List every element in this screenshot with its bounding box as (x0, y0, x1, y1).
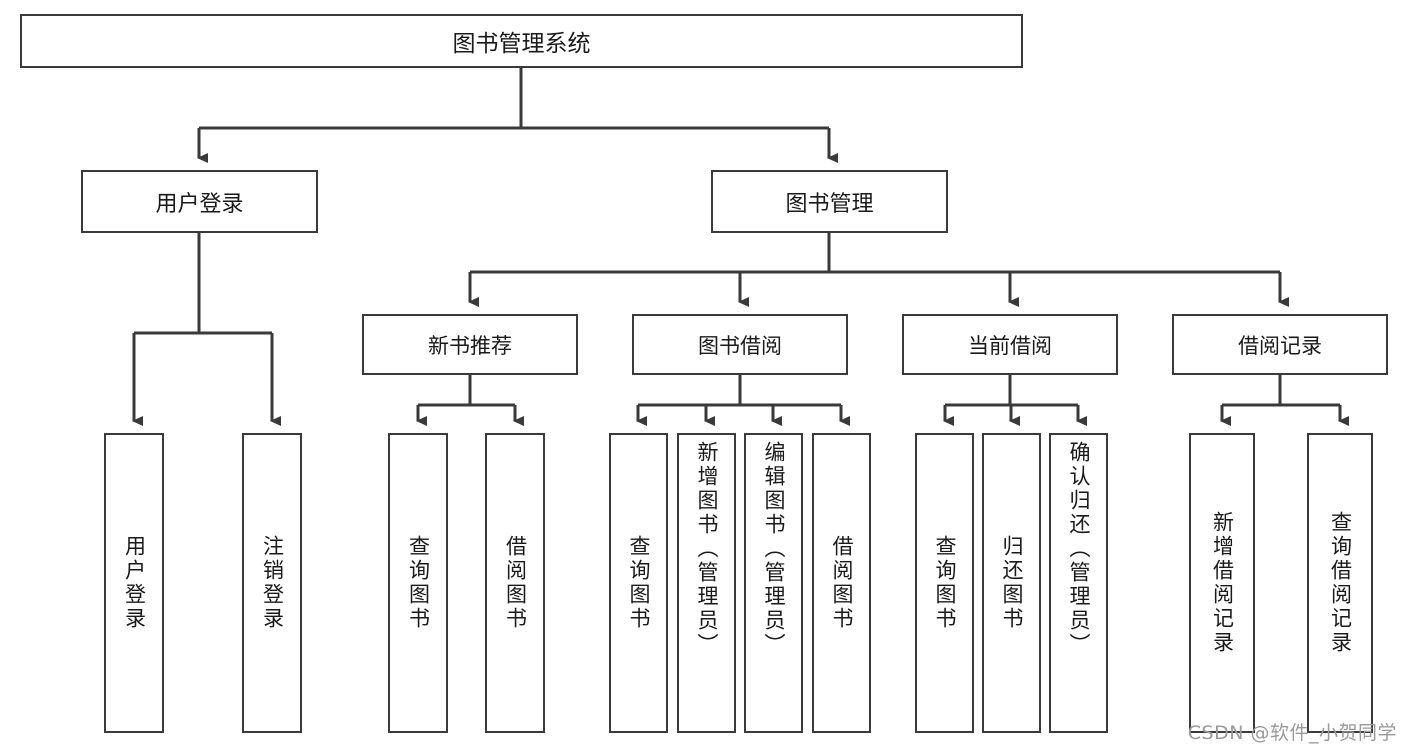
leaf-node-8[interactable]: 查询图书 (915, 433, 974, 733)
leaf-node-label: 查询图书 (406, 535, 431, 631)
leaf-node-label: 确认归还（管理员） (1067, 441, 1091, 657)
leaf-node-label: 查询图书 (627, 535, 651, 631)
leaf-node-3[interactable]: 借阅图书 (485, 433, 545, 733)
leaf-node-4[interactable]: 查询图书 (609, 433, 668, 733)
leaf-node-label: 归还图书 (1000, 535, 1024, 631)
leaf-node-12[interactable]: 查询借阅记录 (1307, 433, 1373, 733)
level3-node-label: 当前借阅 (968, 333, 1052, 358)
leaf-node-label: 新增借阅记录 (1210, 511, 1235, 655)
level3-node-1[interactable]: 图书借阅 (632, 314, 848, 375)
leaf-node-label: 用户登录 (122, 535, 147, 631)
root-node-0[interactable]: 图书管理系统 (20, 14, 1023, 68)
level3-node-2[interactable]: 当前借阅 (902, 314, 1118, 375)
leaf-node-5[interactable]: 新增图书（管理员） (677, 433, 736, 733)
leaf-node-7[interactable]: 借阅图书 (812, 433, 871, 733)
level2-node-1[interactable]: 图书管理 (711, 170, 948, 233)
root-node-label: 图书管理系统 (452, 31, 591, 57)
leaf-node-label: 借阅图书 (503, 535, 528, 631)
leaf-node-label: 查询借阅记录 (1328, 511, 1353, 655)
leaf-node-1[interactable]: 注销登录 (242, 433, 302, 733)
leaf-node-6[interactable]: 编辑图书（管理员） (744, 433, 803, 733)
leaf-node-11[interactable]: 新增借阅记录 (1189, 433, 1255, 733)
leaf-node-9[interactable]: 归还图书 (982, 433, 1041, 733)
level2-node-label: 用户登录 (155, 191, 244, 217)
level2-node-label: 图书管理 (785, 191, 874, 217)
level3-node-label: 图书借阅 (698, 333, 782, 358)
leaf-node-label: 注销登录 (260, 535, 285, 631)
level3-node-label: 借阅记录 (1238, 333, 1322, 358)
level3-node-3[interactable]: 借阅记录 (1172, 314, 1388, 375)
level3-node-0[interactable]: 新书推荐 (362, 314, 578, 375)
leaf-node-label: 新增图书（管理员） (695, 441, 719, 657)
leaf-node-0[interactable]: 用户登录 (104, 433, 164, 733)
leaf-node-label: 查询图书 (933, 535, 957, 631)
leaf-node-2[interactable]: 查询图书 (388, 433, 448, 733)
leaf-node-label: 编辑图书（管理员） (762, 441, 786, 657)
level3-node-label: 新书推荐 (428, 333, 512, 358)
level2-node-0[interactable]: 用户登录 (81, 170, 318, 233)
watermark-text: CSDN @软件_小贺同学 (1187, 722, 1397, 744)
leaf-node-10[interactable]: 确认归还（管理员） (1049, 433, 1108, 733)
leaf-node-label: 借阅图书 (830, 535, 854, 631)
